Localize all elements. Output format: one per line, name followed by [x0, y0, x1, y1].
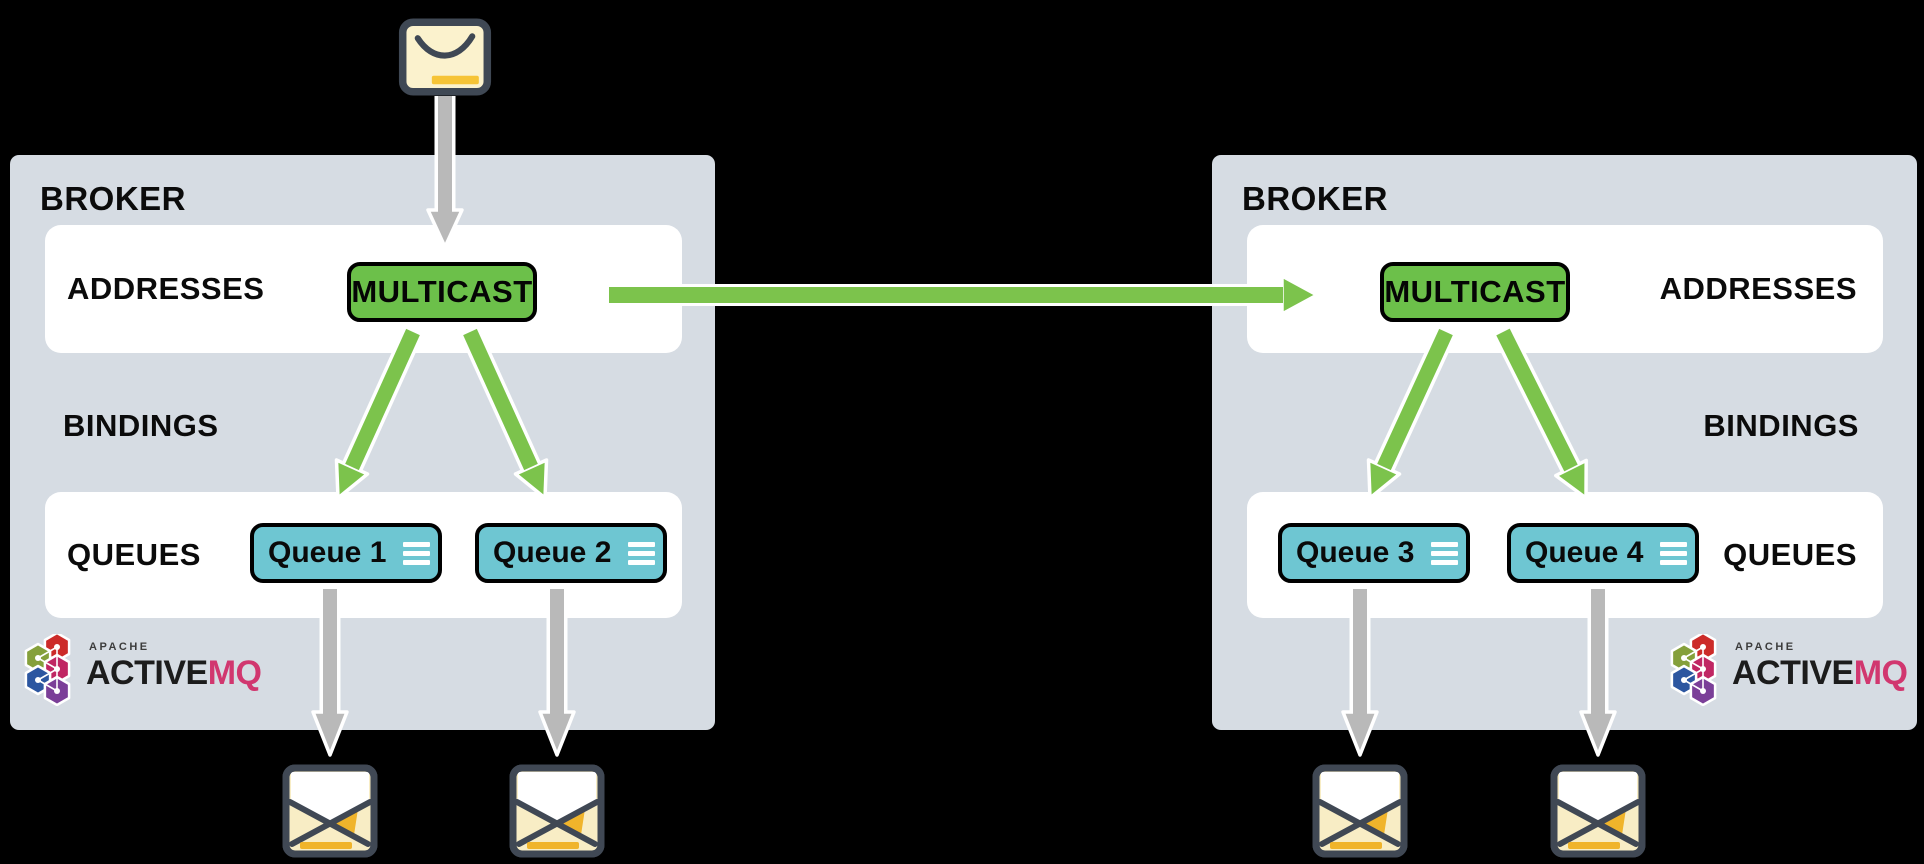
activemq-logo: APACHE ACTIVEMQ — [24, 634, 262, 706]
hexagon-cluster-icon — [1670, 634, 1717, 706]
broker-panel-left: BROKER ADDRESSES BINDINGS QUEUES MULTICA… — [10, 155, 715, 730]
broker-panel-right: BROKER ADDRESSES BINDINGS QUEUES MULTICA… — [1212, 155, 1917, 730]
queue-1-box: Queue 1 — [250, 523, 442, 583]
delivered-message-icon — [1312, 764, 1408, 858]
queues-label: QUEUES — [67, 537, 201, 572]
broker-title: BROKER — [40, 180, 187, 217]
queue-label: Queue 4 — [1525, 536, 1644, 569]
bindings-label: BINDINGS — [63, 408, 219, 443]
queue-3-box: Queue 3 — [1278, 523, 1470, 583]
multicast-federation-arrow — [609, 274, 1319, 316]
queue-label: Queue 2 — [493, 536, 612, 569]
queue-rows-icon — [403, 541, 430, 565]
addresses-label: ADDRESSES — [1659, 271, 1857, 306]
multicast-address-badge: MULTICAST — [1380, 262, 1570, 322]
queue-rows-icon — [628, 541, 655, 565]
queue-label: Queue 1 — [268, 536, 387, 569]
logo-apache-text: APACHE — [89, 641, 150, 653]
incoming-message-icon — [398, 18, 492, 96]
multicast-address-badge: MULTICAST — [347, 262, 537, 322]
queue-rows-icon — [1431, 541, 1458, 565]
logo-apache-text: APACHE — [1735, 641, 1796, 653]
logo-mq-text: MQ — [1853, 654, 1908, 692]
delivered-message-icon — [509, 764, 605, 858]
queue-2-box: Queue 2 — [475, 523, 667, 583]
broker-title: BROKER — [1242, 180, 1389, 217]
delivered-message-icon — [1550, 764, 1646, 858]
hexagon-cluster-icon — [24, 634, 71, 706]
logo-active-text: ACTIVE — [1732, 654, 1854, 692]
queue-rows-icon — [1660, 541, 1687, 565]
delivered-message-icon — [282, 764, 378, 858]
activemq-logo: APACHE ACTIVEMQ — [1670, 634, 1908, 706]
bindings-label: BINDINGS — [1703, 408, 1859, 443]
logo-active-text: ACTIVE — [86, 654, 208, 692]
queue-label: Queue 3 — [1296, 536, 1415, 569]
addresses-label: ADDRESSES — [67, 271, 265, 306]
queue-4-box: Queue 4 — [1507, 523, 1699, 583]
logo-mq-text: MQ — [207, 654, 262, 692]
queues-label: QUEUES — [1723, 537, 1857, 572]
